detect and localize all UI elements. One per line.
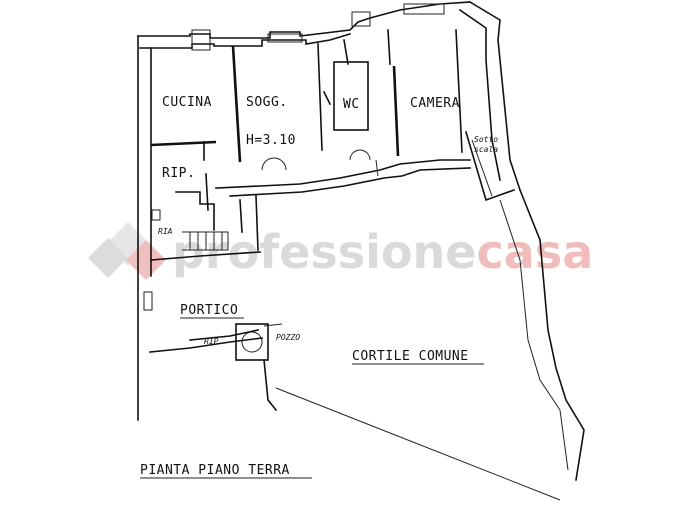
plan-title: PIANTA PIANO TERRA: [140, 463, 290, 478]
watermark-text: professionecasa: [172, 225, 593, 279]
watermark-part1: professione: [172, 225, 477, 279]
room-height-label: H=3.10: [246, 133, 296, 148]
watermark-logo-icon: [88, 222, 166, 280]
room-label-wc: WC: [343, 97, 360, 112]
labels: CUCINA SOGG. H=3.10 WC CAMERA RIP. RIA S…: [158, 95, 498, 365]
outer-walls: [137, 0, 585, 481]
watermark-part2: casa: [477, 225, 594, 279]
room-label-sottoscala-2: scala: [474, 145, 498, 154]
well-icon: [241, 331, 263, 353]
room-label-camera: CAMERA: [410, 96, 460, 111]
room-label-sottoscala-1: Sotto: [474, 135, 498, 144]
room-label-soggiorno: SOGG.: [246, 95, 288, 110]
watermark: professionecasa: [88, 222, 593, 280]
room-label-cortile: CORTILE COMUNE: [352, 349, 469, 364]
room-label-pozzo: POZZO: [276, 333, 300, 342]
room-label-cucina: CUCINA: [162, 95, 212, 110]
room-label-rip-small: RIP: [204, 337, 219, 346]
room-label-portico: PORTICO: [180, 303, 238, 318]
interior-walls: [150, 29, 516, 261]
room-label-ria: RIA: [158, 227, 173, 236]
room-label-ripostiglio: RIP.: [162, 166, 195, 181]
portico-area: [149, 323, 561, 501]
openings: [143, 3, 445, 311]
